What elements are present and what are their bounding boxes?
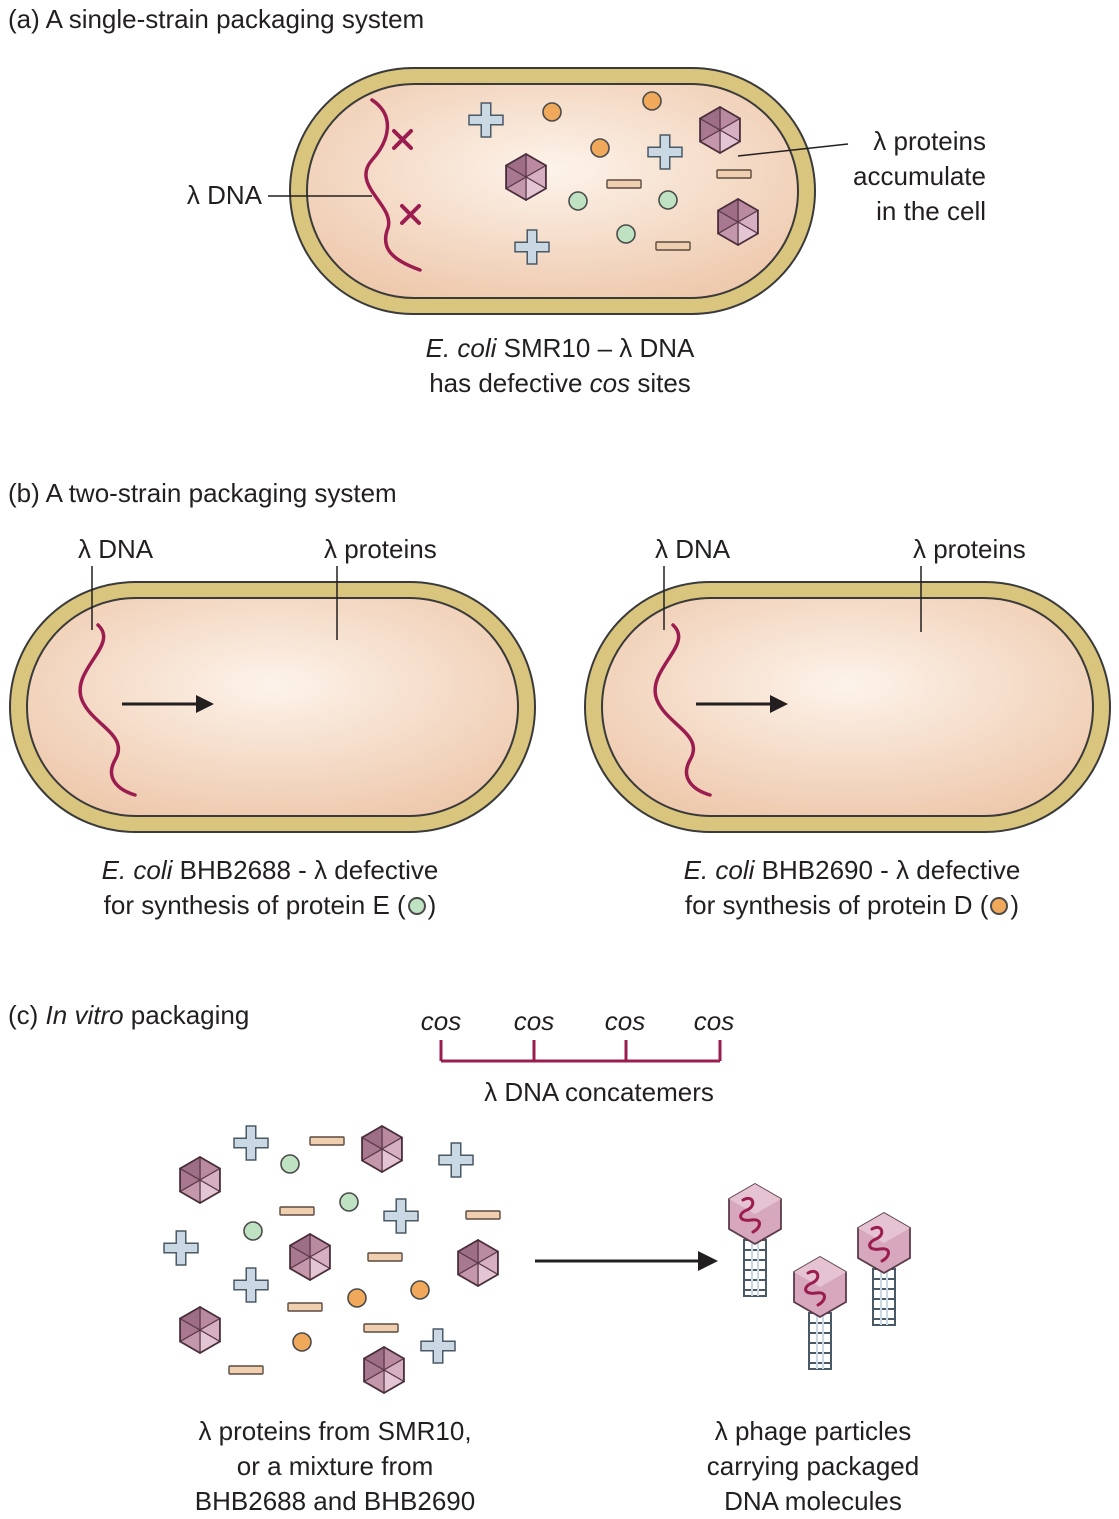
panel-b-left-cell	[9, 581, 536, 833]
cross-protein-icon	[468, 102, 504, 138]
protein-e-icon	[407, 897, 426, 915]
bar-protein-icon	[367, 1252, 403, 1262]
protein-e-icon	[280, 1154, 300, 1174]
panel-b-left-caption: E. coli BHB2688 - λ defective for synthe…	[101, 855, 439, 920]
lambda-proteins-label: λ proteins	[913, 534, 1026, 564]
lambda-proteins-label: λ proteins accumulate in the cell	[853, 126, 986, 226]
panel-c-title: (c) In vitro packaging	[8, 1000, 250, 1030]
phage-particle-icon	[857, 1211, 911, 1326]
cos-label: cos	[604, 1006, 646, 1036]
panel-b-right-caption: E. coli BHB2690 - λ defective for synthe…	[683, 855, 1021, 920]
capsid-hexagon-icon	[504, 152, 548, 202]
bar-protein-icon	[228, 1365, 264, 1375]
cos-concatemer-diagram	[439, 1040, 722, 1063]
bar-protein-icon	[279, 1206, 315, 1216]
capsid-hexagon-icon	[456, 1238, 500, 1288]
capsid-hexagon-icon	[362, 1345, 406, 1395]
phage-caption: λ phage particles carrying packaged DNA …	[706, 1416, 920, 1516]
cross-protein-icon	[383, 1198, 419, 1234]
expression-arrow	[122, 695, 214, 713]
phage-particle-icon	[728, 1182, 782, 1297]
protein-e-icon	[616, 224, 636, 244]
mutation-x-icon	[400, 204, 421, 225]
cross-protein-icon	[514, 229, 550, 265]
bar-protein-icon	[287, 1302, 323, 1312]
protein-d-icon	[347, 1288, 367, 1308]
cross-protein-icon	[233, 1125, 269, 1161]
cross-protein-icon	[438, 1142, 474, 1178]
phage-particle-icon	[793, 1255, 847, 1370]
protein-d-icon	[990, 897, 1009, 915]
proteins-leader-line	[737, 143, 849, 157]
protein-d-icon	[642, 91, 662, 111]
lambda-dna-strand	[653, 623, 712, 797]
bar-protein-icon	[309, 1136, 345, 1146]
protein-d-icon	[410, 1280, 430, 1300]
bar-protein-icon	[655, 241, 691, 251]
lambda-dna-strand	[364, 98, 422, 272]
protein-e-icon	[568, 191, 588, 211]
panel-b-right-cell	[584, 581, 1111, 833]
lambda-dna-label: λ DNA	[78, 534, 154, 564]
packaging-arrow	[535, 1251, 718, 1271]
capsid-hexagon-icon	[288, 1232, 332, 1282]
cos-label: cos	[420, 1006, 462, 1036]
capsid-hexagon-icon	[716, 197, 760, 247]
panel-a-title: (a) A single-strain packaging system	[8, 4, 425, 34]
panel-b-title: (b) A two-strain packaging system	[8, 478, 397, 508]
cos-label: cos	[693, 1006, 735, 1036]
lambda-dna-label: λ DNA	[186, 180, 262, 210]
capsid-hexagon-icon	[178, 1305, 222, 1355]
protein-d-icon	[542, 102, 562, 122]
capsid-hexagon-icon	[178, 1155, 222, 1205]
concatemer-label: λ DNA concatemers	[484, 1077, 714, 1107]
capsid-hexagon-icon	[698, 105, 742, 155]
cross-protein-icon	[163, 1230, 199, 1266]
mutation-x-icon	[392, 129, 413, 150]
protein-e-icon	[243, 1221, 263, 1241]
cos-label: cos	[513, 1006, 555, 1036]
cross-protein-icon	[420, 1328, 456, 1364]
lambda-dna-strand	[78, 623, 137, 797]
bar-protein-icon	[363, 1323, 399, 1333]
bar-protein-icon	[716, 169, 752, 179]
bar-protein-icon	[465, 1210, 501, 1220]
cell-cytoplasm	[601, 597, 1094, 817]
capsid-hexagon-icon	[360, 1124, 404, 1174]
cross-protein-icon	[647, 134, 683, 170]
cross-protein-icon	[233, 1267, 269, 1303]
protein-mix-caption: λ proteins from SMR10, or a mixture from…	[194, 1416, 476, 1516]
lambda-proteins-label: λ proteins	[324, 534, 437, 564]
lambda-dna-label: λ DNA	[655, 534, 731, 564]
cell-cytoplasm	[26, 597, 519, 817]
bar-protein-icon	[606, 179, 642, 189]
protein-e-icon	[339, 1192, 359, 1212]
panel-a-caption: E. coli SMR10 – λ DNA has defective cos …	[425, 333, 695, 398]
protein-d-icon	[590, 138, 610, 158]
expression-arrow	[696, 695, 788, 713]
protein-e-icon	[658, 190, 678, 210]
protein-d-icon	[292, 1332, 312, 1352]
